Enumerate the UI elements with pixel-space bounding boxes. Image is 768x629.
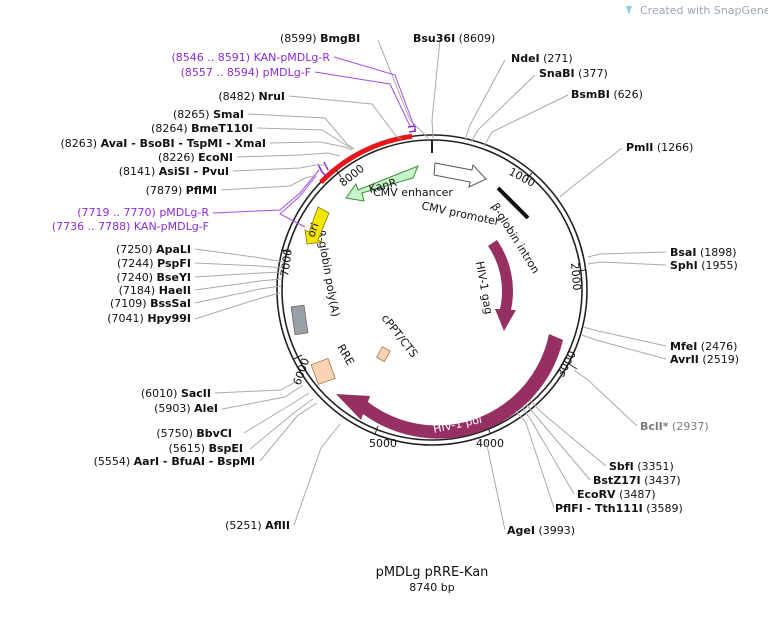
watermark-text: Created with SnapGene® [640, 4, 768, 17]
site-label-econi: (8226) EcoNI [158, 151, 233, 164]
cmv-enhancer-label: CMV enhancer [373, 186, 453, 199]
site-label-bsssai: (7109) BssSaI [110, 297, 191, 310]
tick-label-5000: 5000 [369, 437, 397, 450]
snapgene-logo-icon [626, 6, 632, 15]
cmv-enhancer-feature [433, 162, 487, 188]
site-label-sbfi: SbfI (3351) [609, 460, 674, 473]
site-label-bseyi: (7240) BseYI [116, 271, 191, 284]
rre-feature [310, 358, 336, 385]
primer-label-pmdlg-f: (8557 .. 8594) pMDLg-F [181, 66, 311, 79]
tick-label-4000: 4000 [476, 437, 504, 450]
site-label-sacii: (6010) SacII [141, 387, 211, 400]
site-label-snabi: SnaBI (377) [539, 67, 608, 80]
site-label-hpy99i: (7041) Hpy99I [107, 312, 191, 325]
site-label-bbvci: (5750) BbvCI [156, 427, 232, 440]
site-label-smai: (8265) SmaI [173, 108, 244, 121]
tick-label-1000: 1000 [507, 165, 538, 190]
highlighted-region [319, 133, 413, 185]
primer-label-kan-pmdlg-r: (8546 .. 8591) KAN-pMDLg-R [172, 51, 331, 64]
site-label-pflfi: PflFI - Tth111I (3589) [555, 502, 683, 515]
plasmid-size: 8740 bp [409, 581, 454, 594]
site-label-pflmi: (7879) PflMI [146, 184, 217, 197]
site-label-avrii: AvrII (2519) [670, 353, 739, 366]
site-label-bcli: BclI* (2937) [640, 420, 709, 433]
leader-lines [194, 39, 667, 531]
site-label-ecorv: EcoRV (3487) [577, 488, 656, 501]
site-label-bsu36i: Bsu36I (8609) [413, 32, 495, 45]
b-globin-intron-label: β-globin intron [488, 201, 542, 276]
site-label-agei: AgeI (3993) [507, 524, 575, 537]
site-label-alei: (5903) AleI [154, 402, 218, 415]
site-label-avai: (8263) AvaI - BsoBI - TspMI - XmaI [61, 137, 267, 150]
cmv-promoter-label: CMV promoter [420, 199, 501, 228]
primer-label-pmdlg-r: (7719 .. 7770) pMDLg-R [77, 206, 209, 219]
site-label-bmet110i: (8264) BmeT110I [151, 122, 253, 135]
site-label-haeii: (7184) HaeII [119, 284, 191, 297]
site-label-bspei: (5615) BspEI [169, 442, 244, 455]
site-label-bstz17i: BstZ17I (3437) [593, 474, 681, 487]
site-label-sphi: SphI (1955) [670, 259, 738, 272]
site-label-bsmbi: BsmBI (626) [571, 88, 643, 101]
site-label-bmgbi: (8599) BmgBI [280, 32, 360, 45]
site-label-apali: (7250) ApaLI [116, 243, 191, 256]
hiv1-gag-label: HIV-1 gag [473, 260, 495, 315]
backbone-outer-circle [276, 134, 588, 446]
hiv1-gag-feature [488, 240, 516, 331]
site-label-aari: (5554) AarI - BfuAI - BspMI [94, 455, 255, 468]
ori-feature [304, 206, 330, 245]
site-label-bsai: BsaI (1898) [670, 246, 737, 259]
site-label-nrui: (8482) NruI [218, 90, 285, 103]
plasmid-name: pMDLg pRRE-Kan [376, 565, 489, 580]
hiv1-pol-feature [336, 334, 563, 439]
b-globin-intron-feature [496, 186, 530, 220]
site-label-aflii: (5251) AflII [225, 519, 290, 532]
b-globin-polya-feature [290, 304, 309, 336]
site-label-pmli: PmlI (1266) [626, 141, 693, 154]
kanr-feature [345, 165, 419, 202]
site-label-pspfi: (7244) PspFI [117, 257, 191, 270]
site-label-ndei: NdeI (271) [511, 52, 573, 65]
site-label-asisi: (8141) AsiSI - PvuI [119, 165, 229, 178]
rre-label: RRE [334, 342, 356, 368]
cppt-cts-feature [375, 346, 391, 363]
primer-marks [317, 125, 417, 177]
primer-label-kan-pmdlg-f: (7736 .. 7788) KAN-pMDLg-F [52, 220, 209, 233]
site-label-mfei: MfeI (2476) [670, 340, 737, 353]
tick-label-2000: 2000 [568, 262, 583, 291]
tick-label-7000: 7000 [278, 248, 295, 278]
ori-label: ori [305, 221, 322, 239]
